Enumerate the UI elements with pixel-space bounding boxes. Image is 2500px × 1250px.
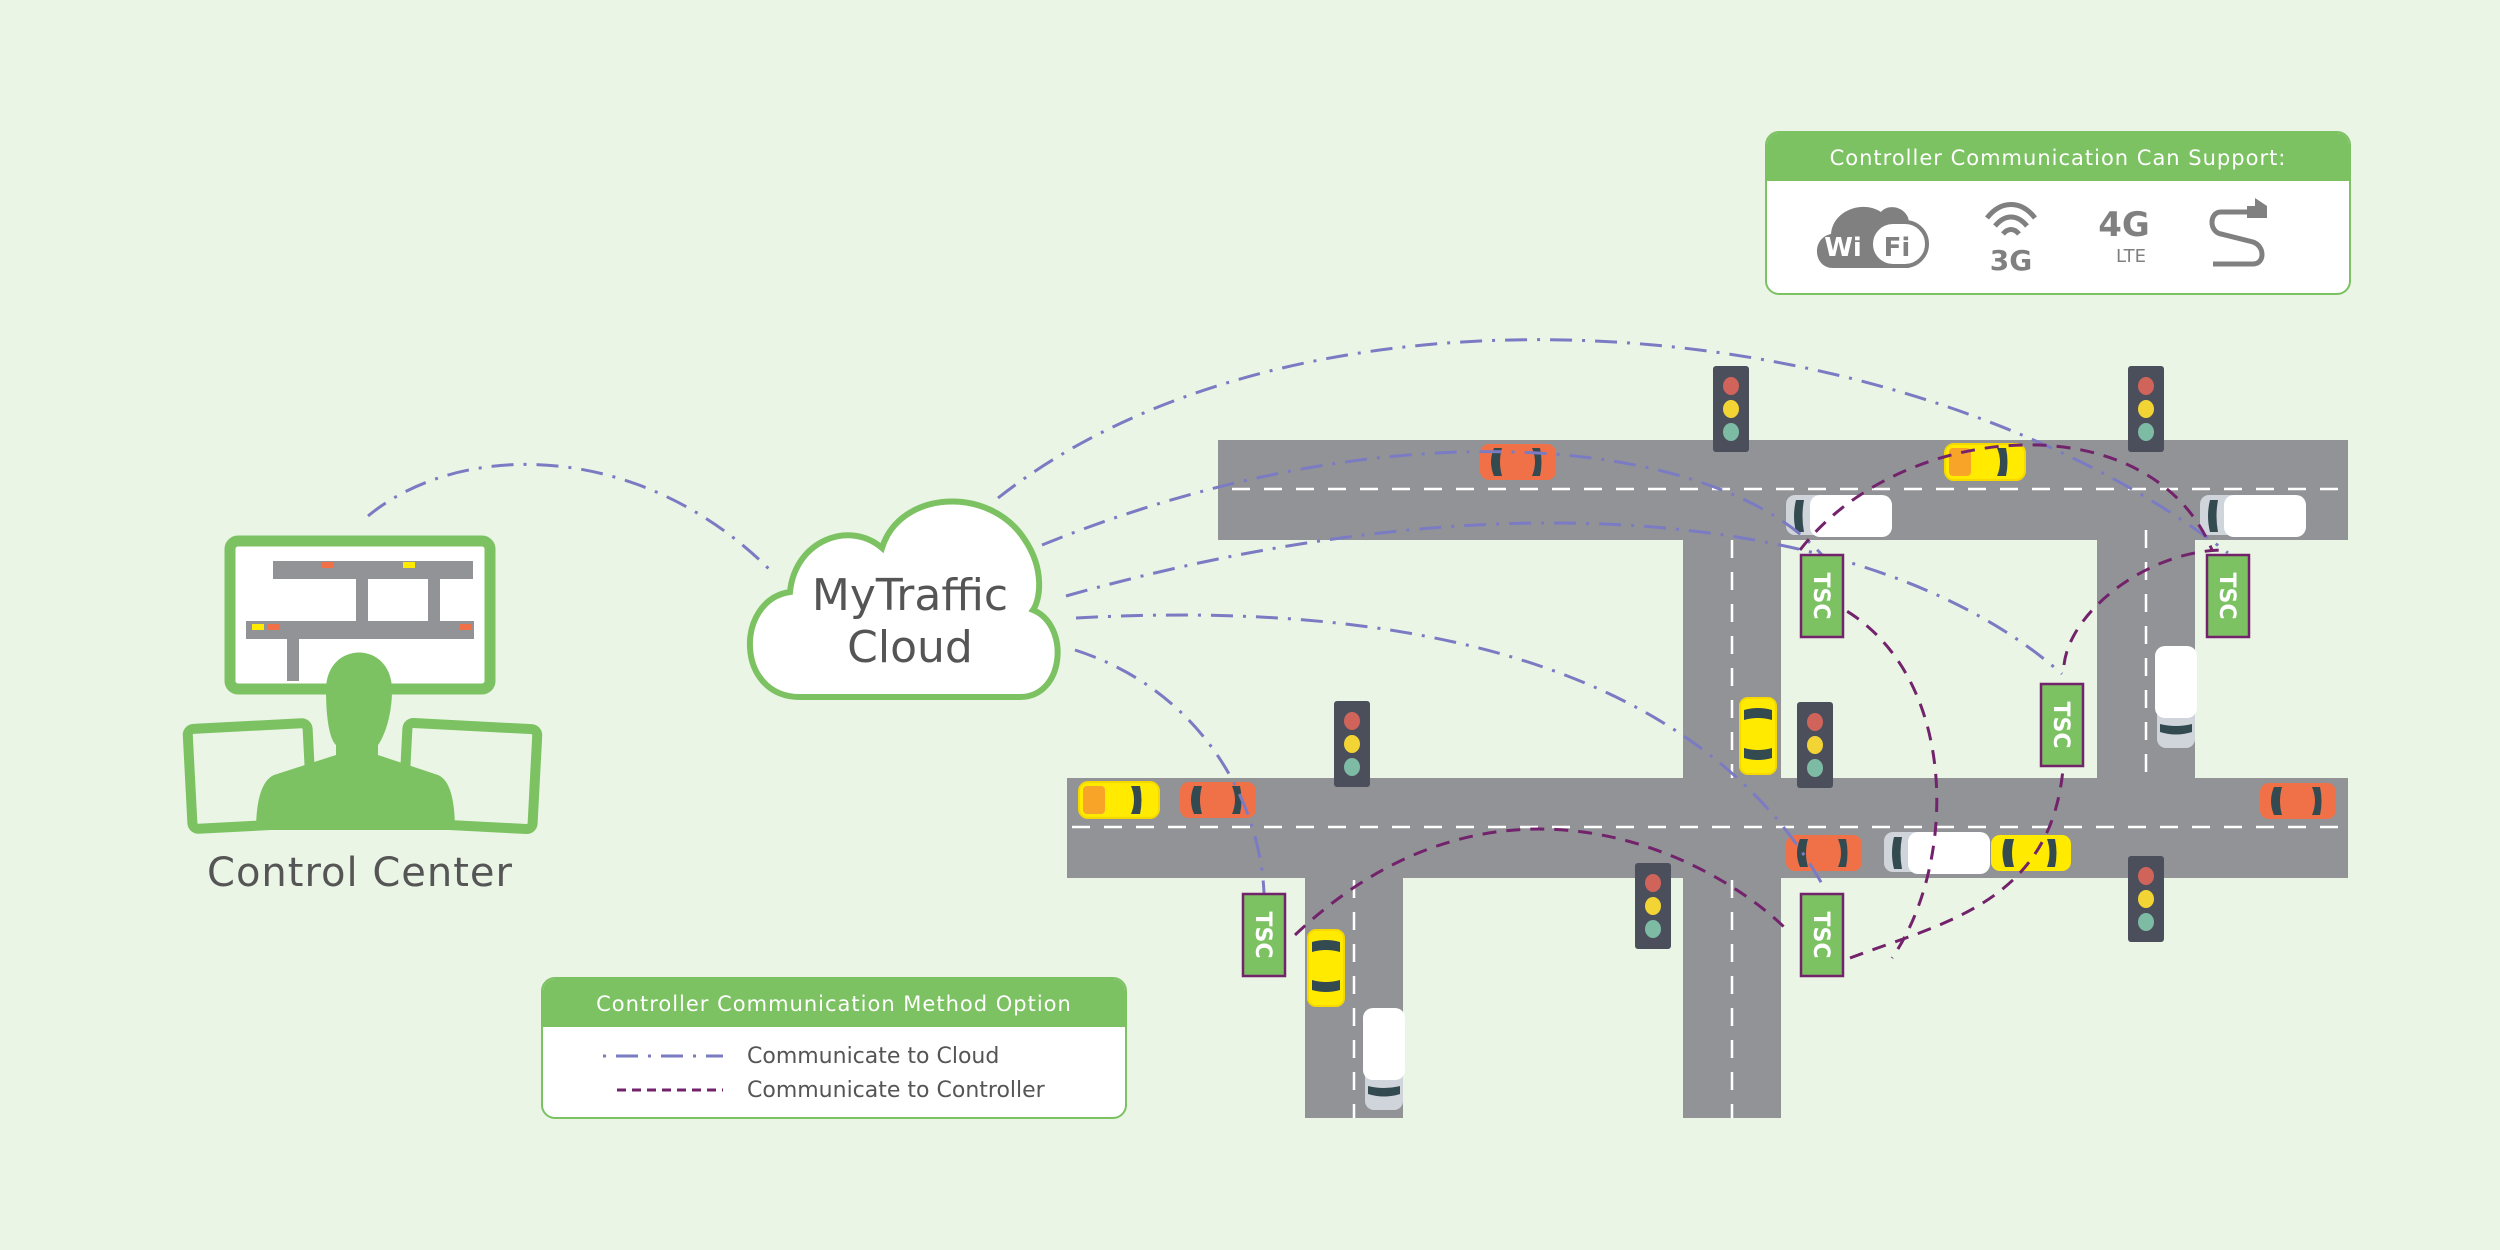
tsc-controller[interactable]: TSC: [2205, 553, 2251, 639]
link-cloud-control-center: [367, 463, 772, 572]
traffic-light-icon: [1797, 702, 1833, 788]
tsc-controller[interactable]: TSC: [2039, 682, 2085, 768]
link-cloud-tsc: [1074, 648, 1266, 894]
svg-text:TSC: TSC: [2214, 573, 2239, 620]
link-cloud-tsc: [997, 338, 2229, 555]
van-white: [1884, 832, 1990, 874]
tsc-controller[interactable]: TSC: [1799, 892, 1845, 978]
svg-text:TSC: TSC: [2048, 702, 2073, 749]
car-yellow: [1307, 929, 1345, 1007]
control-center-label: Control Center: [207, 850, 513, 896]
link-tsc-tsc: [1825, 598, 1939, 959]
3g-signal-icon: 3G: [1985, 202, 2037, 276]
controller-links: [1293, 443, 2225, 960]
svg-text:Wi: Wi: [1824, 233, 1862, 263]
legend-item-cloud: Communicate to Cloud: [543, 1039, 1125, 1073]
tsc-controller[interactable]: TSC: [1799, 553, 1845, 639]
traffic-light-icon: [2128, 366, 2164, 452]
traffic-light-icon: [1635, 863, 1671, 949]
link-tsc-tsc: [1798, 443, 2214, 551]
car-orange: [2260, 783, 2336, 819]
traffic-light-icon: [2128, 856, 2164, 942]
cloud-links: [367, 338, 2229, 894]
svg-text:TSC: TSC: [1808, 912, 1833, 959]
legend-label-controller: Communicate to Controller: [747, 1077, 1045, 1103]
car-yellow: [1739, 697, 1777, 775]
cloud-shape: [746, 498, 1061, 700]
svg-text:LTE: LTE: [2116, 246, 2146, 267]
van-white: [2200, 495, 2306, 537]
tsc-controller[interactable]: TSC: [1241, 892, 1287, 978]
legend-label-cloud: Communicate to Cloud: [747, 1043, 1000, 1069]
svg-text:4G: 4G: [2098, 205, 2150, 245]
ethernet-cable-icon: [2209, 198, 2267, 267]
4g-lte-icon: 4G LTE: [2098, 205, 2150, 267]
control-center-illustration: [182, 535, 543, 835]
traffic-signal-controllers: TSC TSC TSC TSC TSC: [1241, 553, 2251, 978]
car-orange: [1480, 444, 1556, 480]
wifi-icon: Wi Fi: [1816, 206, 1929, 268]
link-tsc-tsc: [1293, 827, 1792, 937]
road-network: [1067, 440, 2348, 1118]
operator-silhouette: [256, 652, 455, 830]
link-cloud-tsc: [1065, 521, 2063, 676]
car-yellow: [1078, 781, 1160, 819]
svg-text:Fi: Fi: [1884, 233, 1911, 263]
cloud-label-line1: MyTraffic: [811, 570, 1009, 621]
legend-title: Controller Communication Method Option: [543, 979, 1125, 1027]
traffic-light-icon: [1334, 701, 1370, 787]
dash-dot-line-icon: [603, 1054, 723, 1058]
legend-item-controller: Communicate to Controller: [543, 1073, 1125, 1107]
svg-text:TSC: TSC: [1808, 573, 1833, 620]
link-cloud-tsc: [1041, 450, 1824, 556]
svg-text:TSC: TSC: [1250, 912, 1275, 959]
traffic-light-icon: [1713, 366, 1749, 452]
link-tsc-tsc: [2062, 548, 2225, 666]
van-white: [1363, 1008, 1405, 1110]
cloud-label-line2: Cloud: [847, 622, 973, 673]
svg-text:3G: 3G: [1990, 244, 2032, 276]
cloud-label: MyTraffic Cloud: [760, 570, 1060, 674]
mini-map-icon: [246, 561, 474, 681]
communication-support-panel: Controller Communication Can Support: Wi…: [1765, 131, 2351, 295]
car-orange: [1786, 835, 1862, 871]
car-yellow: [1991, 835, 2071, 871]
link-cloud-tsc: [1075, 613, 1828, 892]
dashed-line-icon: [617, 1088, 723, 1092]
van-white: [1786, 495, 1892, 537]
car-orange: [1180, 782, 1256, 818]
support-panel-title: Controller Communication Can Support:: [1767, 133, 2349, 181]
van-white: [2155, 646, 2197, 748]
legend-panel: Controller Communication Method Option C…: [541, 977, 1127, 1119]
